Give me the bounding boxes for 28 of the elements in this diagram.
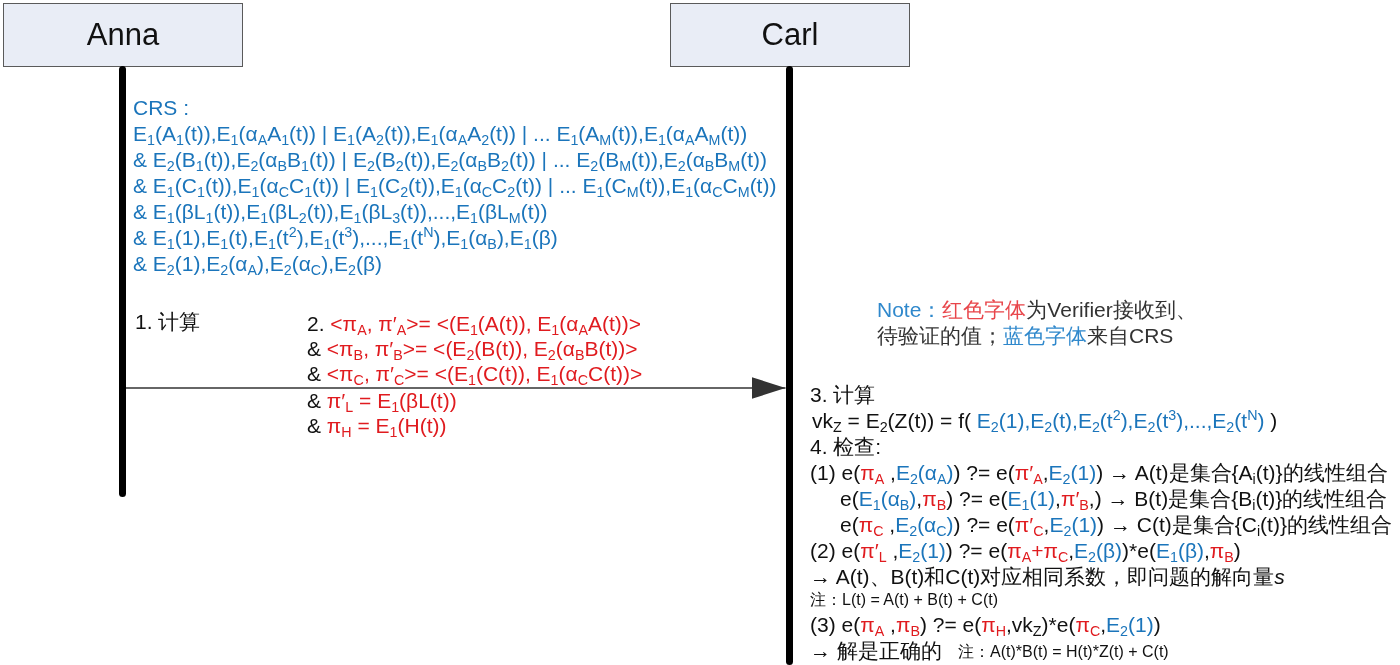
annotation-note: 注：L(t) = A(t) + B(t) + C(t) bbox=[810, 591, 999, 609]
participant-box: Carl bbox=[670, 3, 910, 67]
lifeline-bar bbox=[785, 66, 793, 665]
formula-line: & π′$_{L}$ = E$_{1}$(βL(t)) bbox=[307, 390, 457, 412]
formula-line: & E$_{1}$(βL$_{1}$(t)),E$_{1}$(βL$_{2}$(t)),E$_{1}$(βL$_{3}$(t)),...,E$_{1}$(βL$_{M}$(t)) bbox=[133, 201, 548, 223]
formula-line: (2) e(π′$_{L}$ ,E$_{2}$(1)) ?= e(π$_{A}$+π$_{C}$,E$_{2}$(β))*e(E$_{1}$(β),π$_{B}$) bbox=[810, 540, 1241, 562]
formula-line: & E$_{1}$(1),E$_{1}$(t),E$_{1}$(t$^{2}$),E$_{1}$(t$^{3}$),...,E$_{1}$(t$^{N}$),E$_{1}$(α$_{B}$),E$_{1}$(β) bbox=[133, 227, 558, 249]
formula-line: & π$_{H}$ = E$_{1}$(H(t)) bbox=[307, 415, 447, 437]
conclusion-text: → A(t)、B(t)和C(t)对应相同系数，即问题的解向量s bbox=[810, 566, 1285, 588]
formula-line: 2. <π$_{A}$, π′$_{A}$>= <(E$_{1}$(A(t)), E$_{1}$(α$_{A}$A(t))> bbox=[307, 313, 642, 335]
formula-line: E$_{1}$(A$_{1}$(t)),E$_{1}$(α$_{A}$A$_{1}$(t)) | E$_{1}$(A$_{2}$(t)),E$_{1}$(α$_{A}$A$_{2}$(t)) | ... E$_{1}$(A$_{M}$(t)),E$_{1}$(α$_{A}$A$_{M}$(t)) bbox=[133, 123, 748, 145]
section-heading: CRS : bbox=[133, 97, 189, 119]
formula-line: & E$_{2}$(1),E$_{2}$(α$_{A}$),E$_{2}$(α$_{C}$),E$_{2}$(β) bbox=[133, 253, 382, 275]
message-arrow bbox=[124, 377, 787, 399]
lifeline-bar bbox=[118, 66, 126, 497]
formula-line: & <π$_{B}$, π′$_{B}$>= <(E$_{2}$(B(t)), E$_{2}$(α$_{B}$B(t))> bbox=[307, 338, 638, 360]
formula-line: & <π$_{C}$, π′$_{C}$>= <(E$_{1}$(C(t)), E$_{1}$(α$_{C}$C(t))> bbox=[307, 363, 643, 385]
formula-line: & E$_{2}$(B$_{1}$(t)),E$_{2}$(α$_{B}$B$_{1}$(t)) | E$_{2}$(B$_{2}$(t)),E$_{2}$(α$_{B}$B$_{2}$(t)) | ... E$_{2}$(B$_{M}$(t)),E$_{2}$(α$_{B}$B$_{M}$(t)) bbox=[133, 149, 768, 171]
note-text: Note：红色字体为Verifier接收到、待验证的值；蓝色字体来自CRS bbox=[877, 297, 1197, 349]
annotation-note: 注：A(t)*B(t) = H(t)*Z(t) + C(t) bbox=[958, 643, 1169, 661]
formula-line: (3) e(π$_{A}$ ,π$_{B}$) ?= e(π$_{H}$,vk$_{Z}$)*e(π$_{C}$,E$_{2}$(1)) bbox=[810, 614, 1161, 636]
formula-line: vk$_{Z}$ = E$_{2}$(Z(t)) = f( E$_{2}$(1),E$_{2}$(t),E$_{2}$(t$^{2}$),E$_{2}$(t$^{3}$),...,E$_{2}$(t$^{N}$) ) bbox=[812, 410, 1278, 432]
participant-box: Anna bbox=[3, 3, 243, 67]
formula-line: & E$_{1}$(C$_{1}$(t)),E$_{1}$(α$_{C}$C$_{1}$(t)) | E$_{1}$(C$_{2}$(t)),E$_{1}$(α$_{C}$C$_{2}$(t)) | ... E$_{1}$(C$_{M}$(t)),E$_{1}$(α$_{C}$C$_{M}$(t)) bbox=[133, 175, 777, 197]
conclusion-text: → 解是正确的 bbox=[810, 640, 942, 662]
formula-line: e(π$_{C}$ ,E$_{2}$(α$_{C}$)) ?= e(π′$_{C}$,E$_{2}$(1)) → C(t)是集合{C$_{i}$(t)}的线性组合 bbox=[840, 514, 1392, 536]
formula-line: e(E$_{1}$(α$_{B}$),π$_{B}$) ?= e(E$_{1}$(1),π′$_{B}$,) → B(t)是集合{B$_{i}$(t)}的线性组合 bbox=[840, 488, 1388, 510]
formula-line: (1) e(π$_{A}$ ,E$_{2}$(α$_{A}$)) ?= e(π′$_{A}$,E$_{2}$(1)) → A(t)是集合{A$_{i}$(t)}的线性组合 bbox=[810, 462, 1388, 484]
